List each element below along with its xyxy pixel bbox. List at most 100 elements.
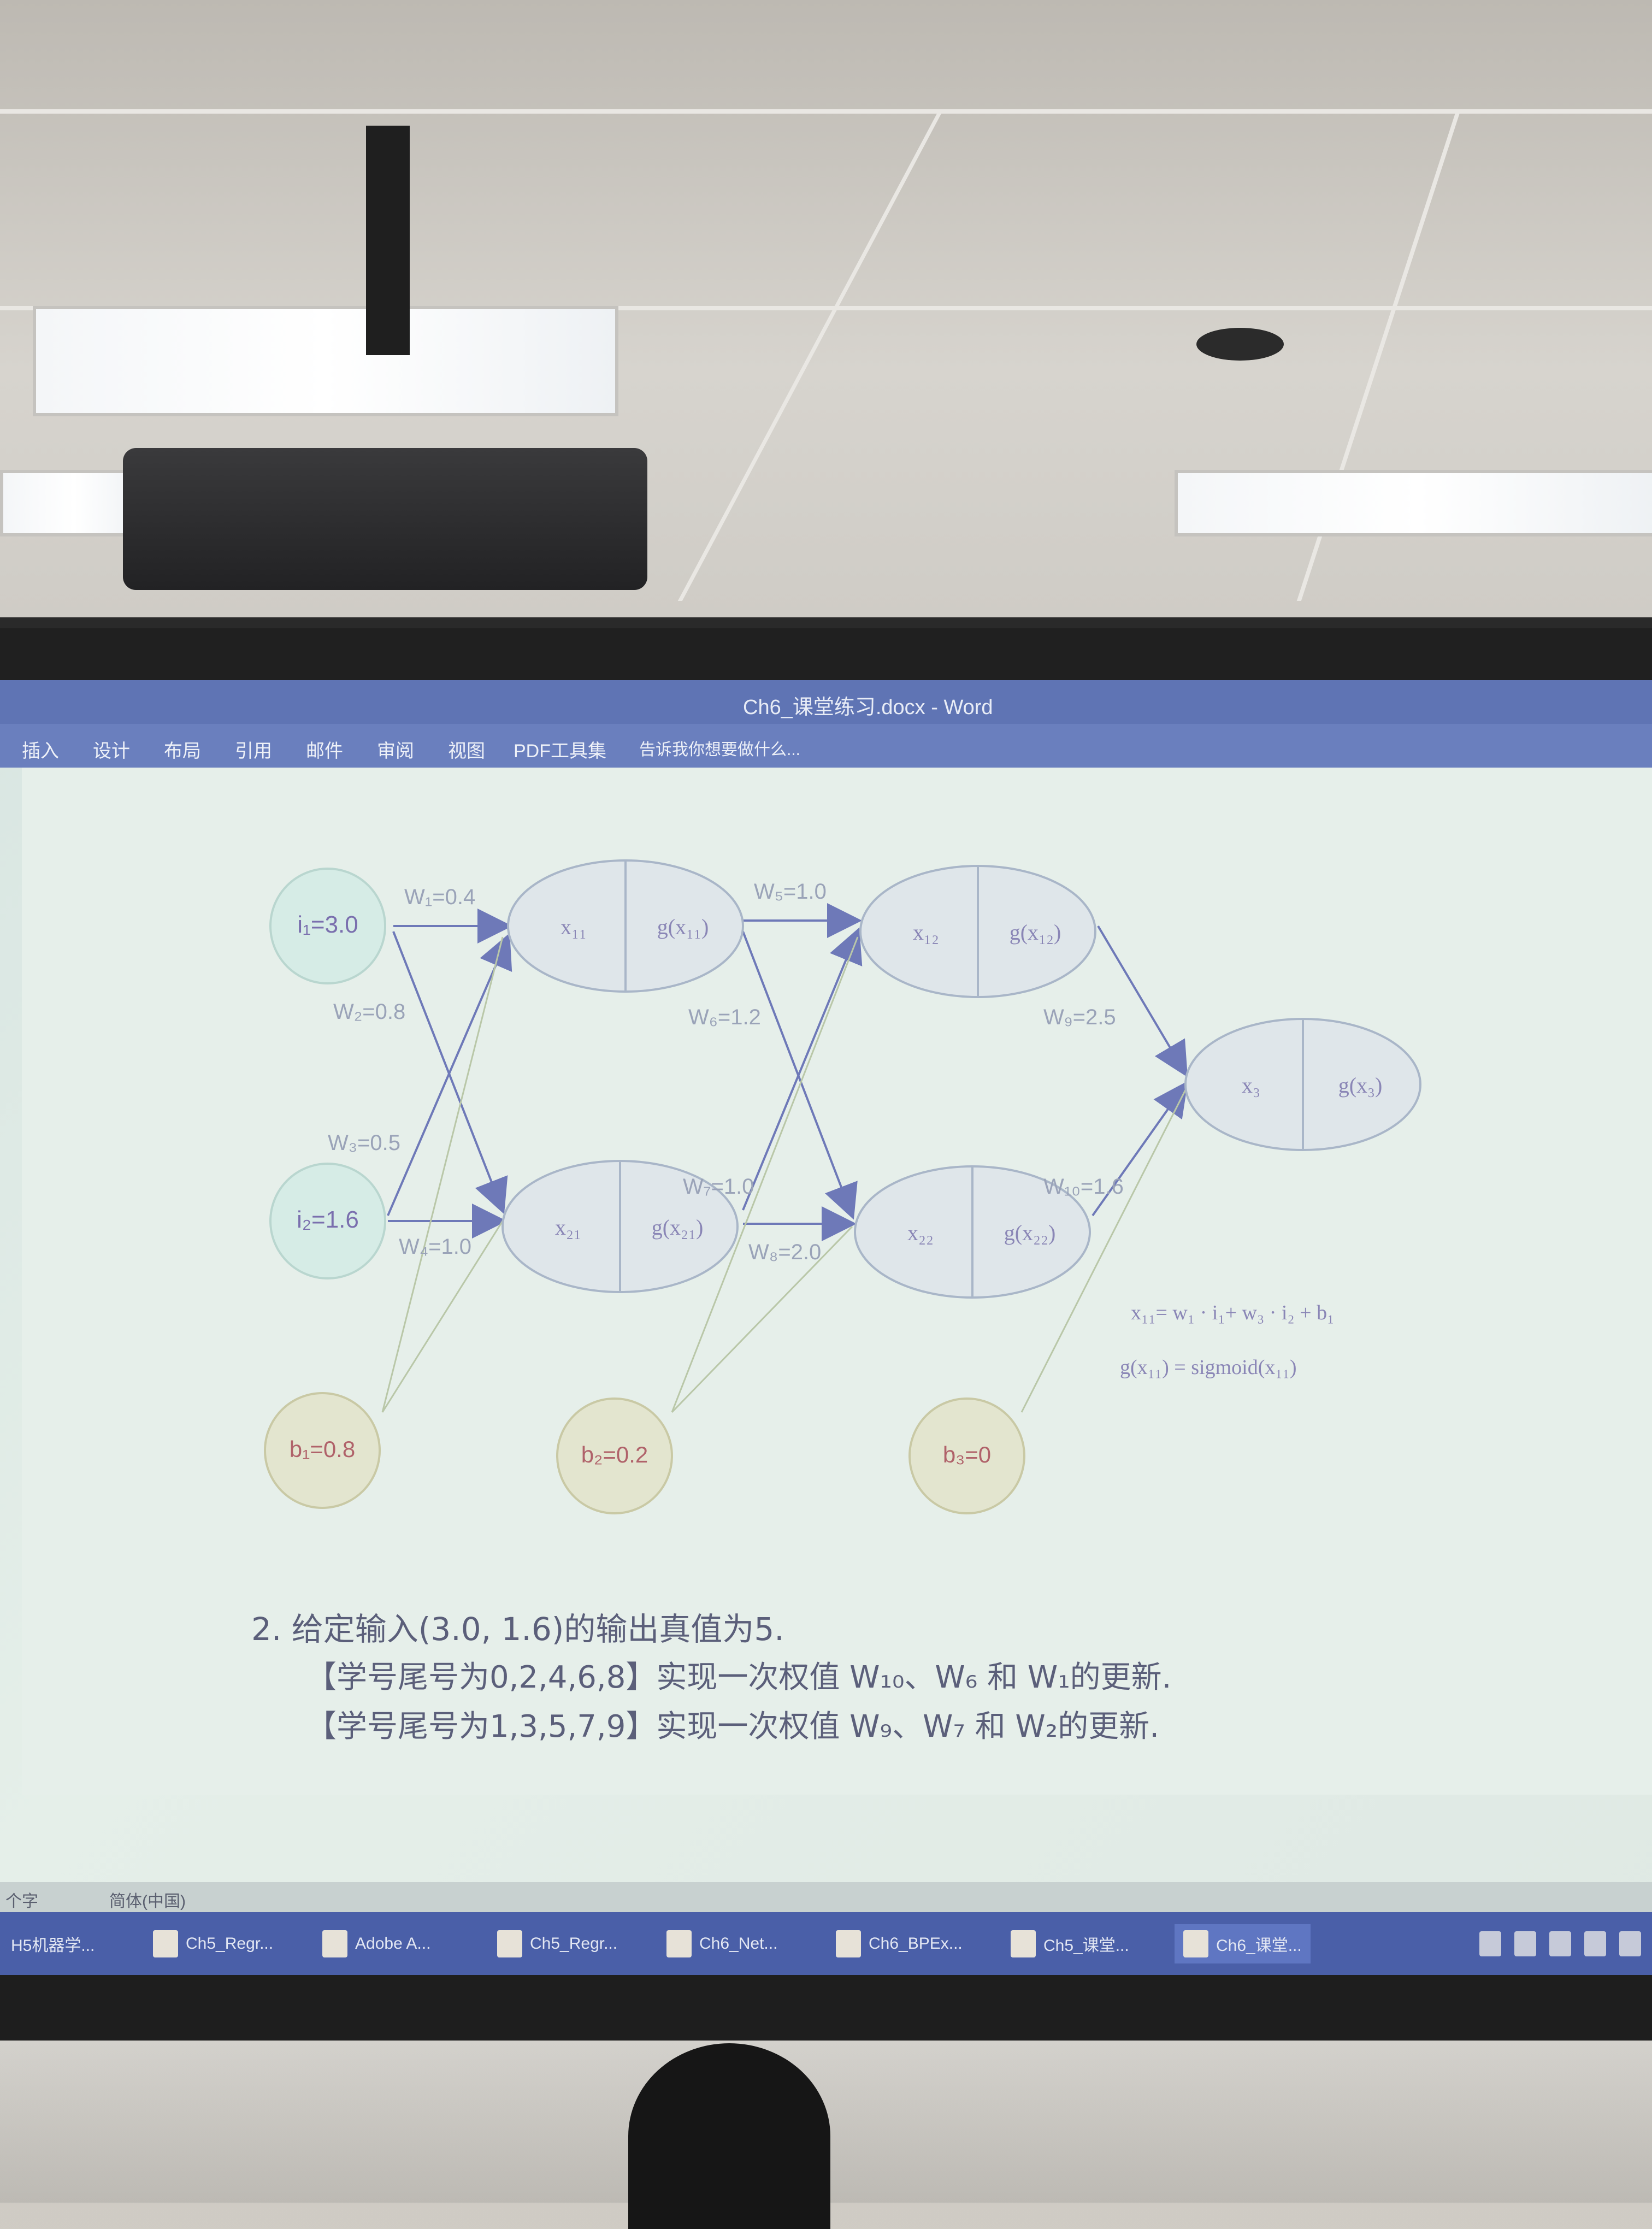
bias-edge xyxy=(381,1220,504,1413)
word-icon xyxy=(1183,1930,1208,1957)
weight-label-w4: W₄=1.0 xyxy=(399,1235,471,1259)
question-line-1: 2. 给定输入(3.0, 1.6)的输出真值为5. xyxy=(251,1611,784,1648)
weight-label-w8: W₈=2.0 xyxy=(748,1240,821,1264)
bias-node-b2 xyxy=(556,1397,673,1514)
weight-label-w6: W₆=1.2 xyxy=(688,1005,761,1029)
edge-w10 xyxy=(1092,1081,1188,1217)
bias-label-b2: b₂=0.2 xyxy=(581,1442,648,1467)
document-icon xyxy=(153,1930,178,1957)
tray-icon[interactable] xyxy=(1479,1931,1501,1956)
input-label-i1: i₁=3.0 xyxy=(297,911,358,938)
pdf-icon xyxy=(497,1930,522,1957)
weight-label-w9: W₉=2.5 xyxy=(1043,1005,1116,1029)
weight-label-w10: W₁₀=1.6 xyxy=(1043,1175,1124,1199)
word-statusbar: 个字 简体(中国) xyxy=(0,1882,1652,1912)
question-line-3: 【学号尾号为1,3,5,7,9】实现一次权值 W₉、W₇ 和 W₂的更新. xyxy=(306,1709,1160,1744)
input-node-i2 xyxy=(269,1163,386,1279)
powerpoint-icon xyxy=(836,1930,861,1957)
ceiling-light xyxy=(33,306,618,416)
projector xyxy=(123,448,647,590)
tab-references[interactable]: 引用 xyxy=(235,741,272,762)
formula-weighted-sum: x₁₁= w₁ · i₁+ w₃ · i₂ + b₁ xyxy=(1131,1301,1334,1324)
neural-network-diagram: i₁=3.0 i₂=1.6 b₁=0.8 b₂=0.2 b₃=0 x₁₁ g(x… xyxy=(264,859,1421,1514)
windows-taskbar: H5机器学... Ch5_Regr... Adobe A... Ch5_Regr… xyxy=(0,1912,1652,1975)
taskbar-item-label: Ch6_课堂... xyxy=(1216,1937,1302,1955)
taskbar-item[interactable]: H5机器学... xyxy=(11,1924,95,1963)
taskbar-item[interactable]: Ch5_Regr... xyxy=(153,1924,273,1963)
ceiling-grid-line xyxy=(0,109,1652,114)
bias-label-b3: b₃=0 xyxy=(943,1442,991,1467)
tab-mailings[interactable]: 邮件 xyxy=(306,741,343,762)
tab-review[interactable]: 审阅 xyxy=(377,741,414,762)
taskbar-item[interactable]: Ch6_Net... xyxy=(666,1924,777,1963)
document-page: i₁=3.0 i₂=1.6 b₁=0.8 b₂=0.2 b₃=0 x₁₁ g(x… xyxy=(22,768,1652,1795)
bias-node-b3 xyxy=(908,1397,1025,1514)
edge-w2 xyxy=(392,931,508,1214)
smoke-detector xyxy=(1196,328,1284,361)
bias-edge xyxy=(1020,1089,1187,1413)
neuron-x12-activation: g(x₁₂) xyxy=(1010,920,1061,945)
taskbar-item-active[interactable]: Ch6_课堂... xyxy=(1175,1924,1311,1963)
neuron-x21-sum: x₂₁ xyxy=(555,1215,581,1240)
taskbar-item[interactable]: Adobe A... xyxy=(322,1924,430,1963)
taskbar-item[interactable]: Ch5_Regr... xyxy=(497,1924,617,1963)
tab-design[interactable]: 设计 xyxy=(93,741,130,762)
taskbar-item-label: Ch5_课堂... xyxy=(1043,1937,1129,1955)
tab-insert[interactable]: 插入 xyxy=(22,741,59,762)
neuron-x21-activation: g(x₂₁) xyxy=(652,1215,704,1240)
tab-view[interactable]: 视图 xyxy=(448,741,485,762)
ceiling-grid-line xyxy=(0,306,1652,310)
edge-w3 xyxy=(387,933,512,1216)
input-label-i2: i₂=1.6 xyxy=(297,1206,359,1233)
taskbar-item[interactable]: Ch5_课堂... xyxy=(1011,1924,1129,1963)
bias-edge xyxy=(671,936,859,1413)
screen-bottom-edge xyxy=(0,1975,1652,2041)
neuron-x11-activation: g(x₁₁) xyxy=(657,915,709,939)
neuron-x11-sum: x₁₁ xyxy=(560,915,587,939)
word-icon xyxy=(1011,1930,1036,1957)
input-node-i1 xyxy=(269,868,386,984)
ribbon-tabs: 插入 设计 布局 引用 邮件 审阅 视图 PDF工具集 告诉我你想要做什么... xyxy=(0,724,1652,768)
tray-icon[interactable] xyxy=(1514,1931,1536,1956)
shield-icon[interactable] xyxy=(1584,1931,1606,1956)
ceiling xyxy=(0,0,1652,617)
acrobat-icon xyxy=(322,1930,347,1957)
neuron-x3-sum: x₃ xyxy=(1242,1073,1260,1098)
tell-me-search[interactable]: 告诉我你想要做什么... xyxy=(639,741,801,759)
taskbar-item[interactable]: Ch6_BPEx... xyxy=(836,1924,963,1963)
pdf-icon xyxy=(666,1930,692,1957)
tray-icon[interactable] xyxy=(1549,1931,1571,1956)
edge-w9 xyxy=(1097,925,1188,1077)
bias-edge xyxy=(381,936,504,1413)
neuron-x22-activation: g(x₂₂) xyxy=(1004,1220,1056,1245)
neuron-x3: x₃ g(x₃) xyxy=(1184,1018,1421,1151)
taskbar-item-label: H5机器学... xyxy=(11,1937,95,1955)
projected-screen: Ch6_课堂练习.docx - Word 插入 设计 布局 引用 邮件 审阅 视… xyxy=(0,680,1652,1975)
system-tray xyxy=(1479,1931,1641,1956)
window-title: Ch6_课堂练习.docx - Word xyxy=(743,696,993,719)
neuron-x22: x₂₂ g(x₂₂) xyxy=(854,1165,1091,1299)
projector-mount xyxy=(366,126,410,355)
weight-label-w7: W₇=1.0 xyxy=(683,1175,754,1199)
taskbar-item-label: Ch6_Net... xyxy=(699,1935,778,1953)
tray-icon[interactable] xyxy=(1619,1931,1641,1956)
tab-layout[interactable]: 布局 xyxy=(164,741,201,762)
bias-node-b1 xyxy=(264,1392,381,1509)
bias-edge xyxy=(671,1225,853,1413)
taskbar-item-label: Ch6_BPEx... xyxy=(869,1935,963,1953)
question-line-2: 【学号尾号为0,2,4,6,8】实现一次权值 W₁₀、W₆ 和 W₁的更新. xyxy=(306,1660,1172,1695)
weight-label-w5: W₅=1.0 xyxy=(754,880,827,904)
word-count: 个字 xyxy=(5,1892,38,1910)
ceiling-light xyxy=(1175,470,1652,536)
edge-w7 xyxy=(742,927,863,1211)
language-indicator[interactable]: 简体(中国) xyxy=(109,1892,186,1910)
neuron-x11: x₁₁ g(x₁₁) xyxy=(507,859,744,993)
taskbar-item-label: Ch5_Regr... xyxy=(186,1935,274,1953)
neuron-x12: x₁₂ g(x₁₂) xyxy=(859,865,1096,998)
word-titlebar: Ch6_课堂练习.docx - Word xyxy=(0,680,1652,724)
bias-label-b1: b₁=0.8 xyxy=(290,1436,355,1462)
tab-pdf-tools[interactable]: PDF工具集 xyxy=(514,741,606,762)
edge-w6 xyxy=(742,931,858,1220)
formula-sigmoid: g(x₁₁) = sigmoid(x₁₁) xyxy=(1120,1356,1297,1379)
neuron-x21: x₂₁ g(x₂₁) xyxy=(502,1160,739,1293)
